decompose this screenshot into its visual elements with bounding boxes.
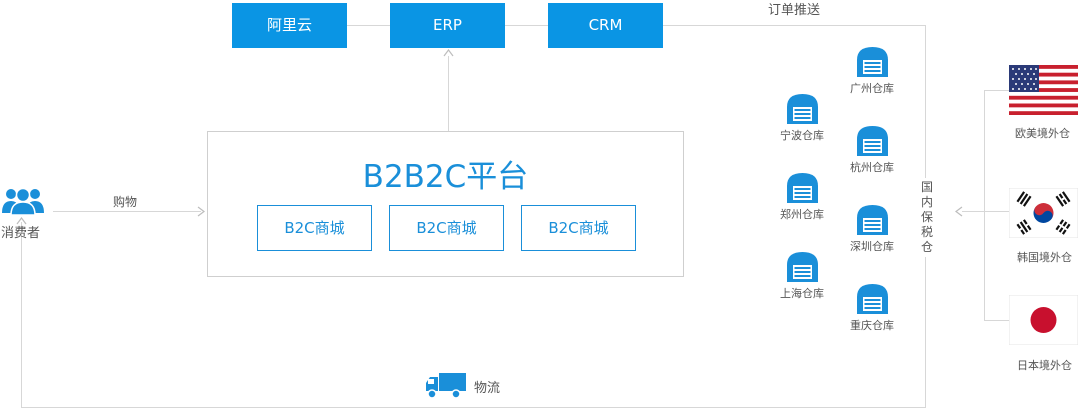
japan-flag-icon [1009,295,1078,345]
warehouse-ningbo: 宁波仓库 [767,94,837,143]
order-push-label: 订单推送 [768,3,821,18]
erp-box: ERP [390,3,505,48]
arrow-up-icon [16,217,27,225]
arrow-up-icon [443,49,454,57]
japan-warehouse-label: 日本境外仓 [1017,359,1072,372]
warehouse-label: 重庆仓库 [850,319,894,332]
korea-warehouse-label: 韩国境外仓 [1017,251,1072,264]
aliyun-box: 阿里云 [232,3,347,48]
warehouse-label: 郑州仓库 [780,208,824,221]
connector-flags-vertical [984,90,985,320]
warehouse-shenzhen: 深圳仓库 [837,205,907,254]
warehouse-guangzhou: 广州仓库 [837,47,907,96]
warehouse-chongqing: 重庆仓库 [837,284,907,333]
store-box-2: B2C商城 [389,205,504,251]
warehouse-icon [786,252,818,282]
connector-erp-platform [448,56,449,131]
warehouse-label: 广州仓库 [850,82,894,95]
warehouse-label: 深圳仓库 [850,240,894,253]
platform-title: B2B2C平台 [362,159,529,195]
connector-korea-flag [962,211,1009,212]
arrow-left-icon [955,206,963,217]
crm-box: CRM [548,3,663,48]
users-icon [2,187,44,216]
warehouse-icon [856,205,888,235]
warehouse-icon [786,94,818,124]
connector-aliyun-erp [347,25,390,26]
warehouse-label: 杭州仓库 [850,161,894,174]
logistics-label: 物流 [474,381,501,396]
us-warehouse-label: 欧美境外仓 [1015,127,1070,140]
warehouse-label: 上海仓库 [780,287,824,300]
warehouse-icon [856,126,888,156]
store-box-3: B2C商城 [521,205,636,251]
warehouse-shanghai: 上海仓库 [767,252,837,301]
connector-erp-crm [505,25,548,26]
platform-box [207,131,684,277]
connector-consumer-platform [53,211,201,212]
purchase-label: 购物 [113,195,138,209]
arrow-right-icon [197,206,205,217]
consumer-label: 消费者 [1,226,41,241]
warehouse-icon [856,47,888,77]
connector-left-vertical [21,222,22,408]
korea-flag-icon [1009,188,1078,238]
store-box-1: B2C商城 [257,205,372,251]
bonded-warehouse-label: 国内保税仓 [919,178,935,257]
warehouse-hangzhou: 杭州仓库 [837,126,907,175]
warehouse-zhengzhou: 郑州仓库 [767,173,837,222]
warehouse-icon [856,284,888,314]
warehouse-label: 宁波仓库 [780,129,824,142]
connector-us-flag [984,90,1009,91]
us-flag-icon [1009,65,1078,115]
truck-icon [426,373,466,399]
warehouse-icon [786,173,818,203]
connector-japan-flag [984,320,1009,321]
connector-crm-right [663,25,926,26]
